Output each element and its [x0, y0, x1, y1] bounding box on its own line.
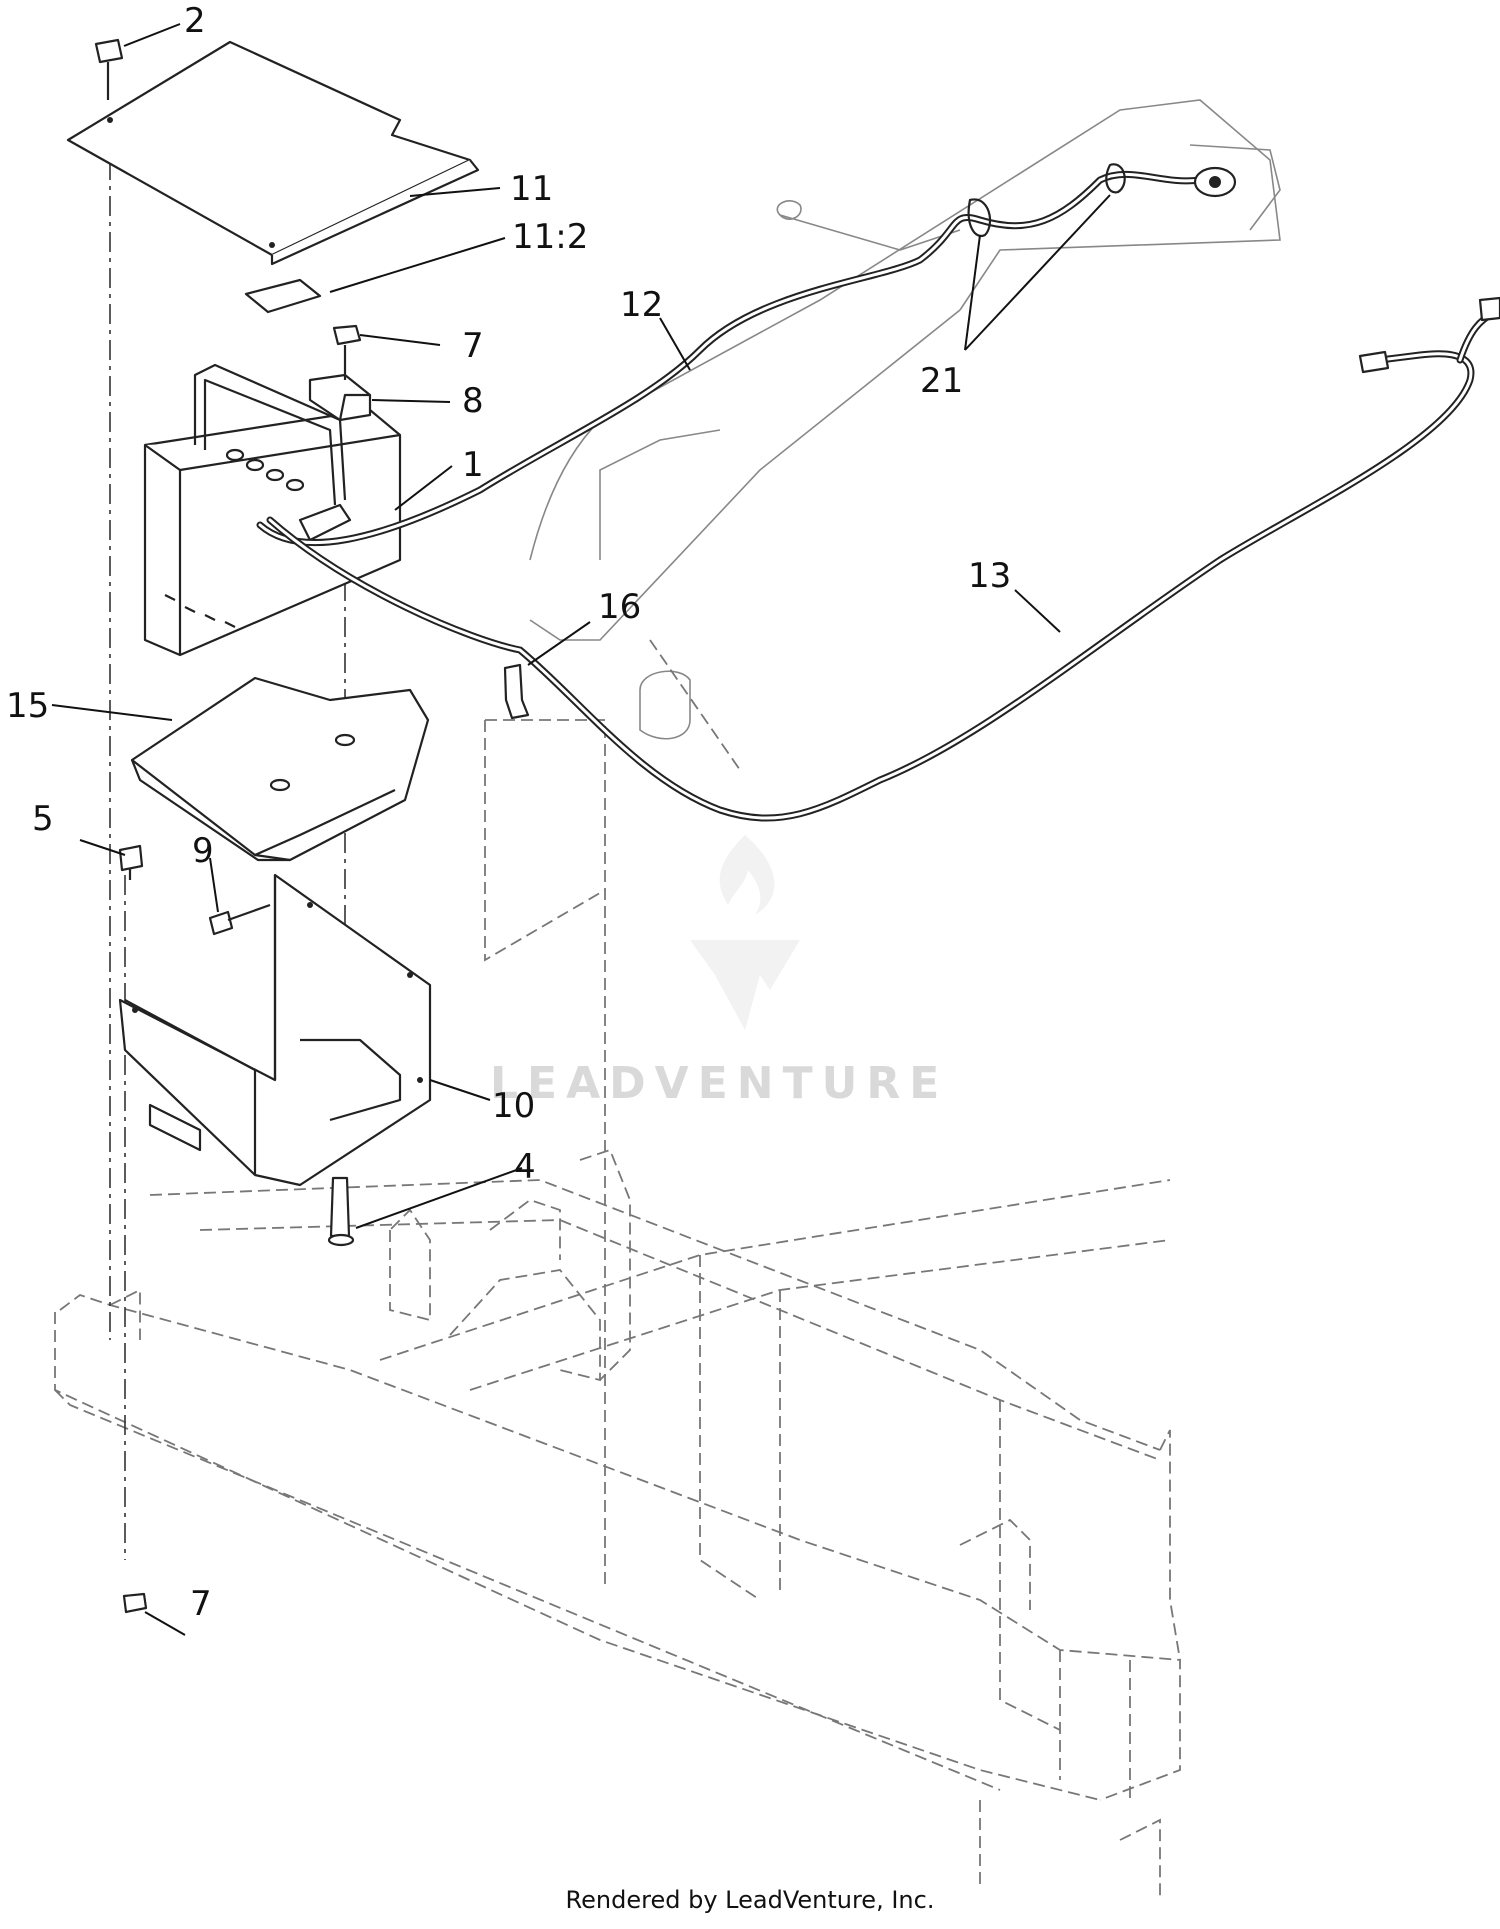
battery-mount-bracket: [118, 873, 432, 1187]
battery-cover: [66, 40, 480, 266]
callout-9: 9: [192, 831, 214, 871]
battery-tray: [130, 676, 430, 862]
callout-2: 2: [184, 1, 206, 41]
callout-7-bottom: 7: [190, 1584, 212, 1624]
bottom-nut: [122, 1592, 148, 1614]
callout-11-2: 11:2: [512, 217, 588, 257]
cover-screw: [94, 38, 124, 100]
positive-cable: [256, 166, 1237, 546]
carriage-bolt: [327, 1176, 355, 1247]
callout-13: 13: [968, 556, 1011, 596]
cable-clamp: [503, 663, 530, 720]
watermark-logo: [690, 835, 800, 1030]
bracket-bolt: [208, 903, 271, 936]
callout-12: 12: [620, 285, 663, 325]
callout-21: 21: [920, 361, 963, 401]
callout-4: 4: [514, 1147, 536, 1187]
callout-labels: 2 11 11:2 7 8 1 12 21 13 16 15 5 9 10 4 …: [6, 1, 1011, 1624]
decal: [244, 278, 322, 314]
callout-15: 15: [6, 686, 49, 726]
hold-down-block: [308, 345, 372, 422]
callout-10: 10: [492, 1086, 535, 1126]
callout-5: 5: [32, 799, 54, 839]
callout-8: 8: [462, 381, 484, 421]
callout-11: 11: [510, 169, 553, 209]
callout-7-top: 7: [462, 326, 484, 366]
leader-lines: [51, 23, 1111, 1636]
frame-bolt: [118, 844, 144, 880]
footer-credit: Rendered by LeadVenture, Inc.: [565, 1886, 935, 1914]
negative-cable: [266, 296, 1500, 822]
top-nut: [332, 324, 362, 346]
mower-frame-ghost: [54, 99, 1281, 1900]
callout-16: 16: [598, 587, 641, 627]
watermark-text: LEADVENTURE: [490, 1058, 948, 1109]
callout-1: 1: [462, 445, 484, 485]
cable-ties: [967, 163, 1126, 238]
